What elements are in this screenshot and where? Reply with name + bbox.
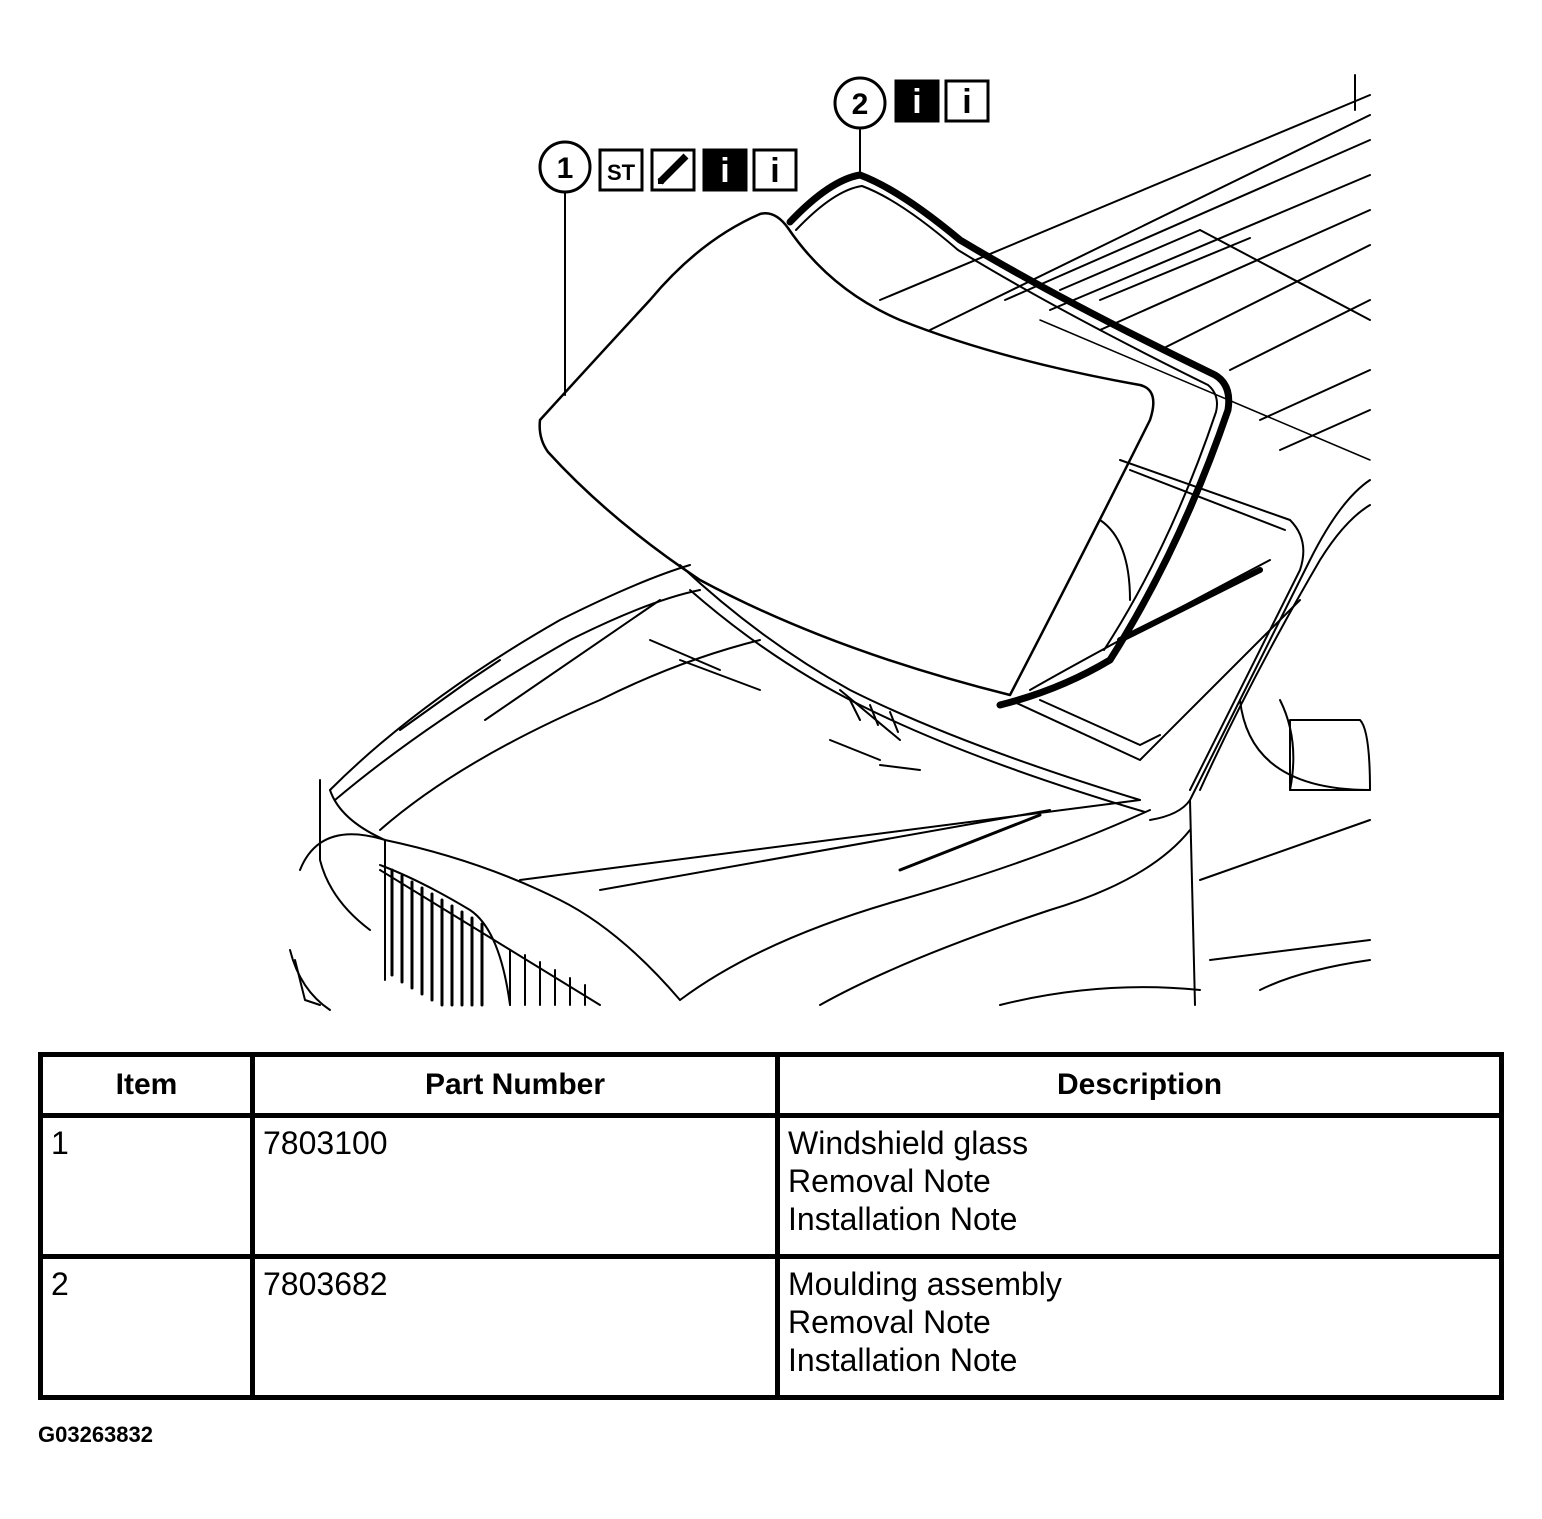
table-row: 2 7803682 Moulding assembly Removal Note… xyxy=(38,1254,1504,1400)
description-cell: Moulding assembly Removal Note Installat… xyxy=(775,1254,1504,1400)
info-filled-icon: i xyxy=(702,148,748,192)
info-outline-icon-label: i xyxy=(962,83,971,121)
st-special-tool-icon: ST xyxy=(598,148,644,192)
grille xyxy=(289,779,601,1011)
description-cell: Windshield glass Removal Note Installati… xyxy=(775,1113,1504,1259)
info-filled-icon: i xyxy=(894,79,940,123)
hood xyxy=(329,564,1191,1006)
pencil-icon xyxy=(650,148,696,192)
callout-1-number: 1 xyxy=(557,152,574,185)
description-line: Moulding assembly xyxy=(788,1266,1062,1302)
info-outline-icon-label: i xyxy=(770,152,779,190)
roof-rails xyxy=(879,74,1371,461)
leader-lines xyxy=(564,129,861,396)
callout-1: 1 ST i i xyxy=(538,140,798,194)
removal-note: Removal Note xyxy=(788,1304,991,1340)
part-number-cell: 7803100 xyxy=(250,1113,780,1259)
fender-and-door xyxy=(999,479,1371,1006)
item-cell: 2 xyxy=(38,1254,255,1400)
part-number-cell: 7803682 xyxy=(250,1254,780,1400)
header-item: Item xyxy=(38,1052,255,1118)
windshield-glass xyxy=(538,212,1155,697)
info-outline-icon: i xyxy=(752,148,798,192)
figure-id: G03263832 xyxy=(38,1422,153,1447)
callout-1-circle xyxy=(538,140,592,194)
callout-2-number: 2 xyxy=(852,88,869,121)
installation-note: Installation Note xyxy=(788,1342,1018,1378)
header-description: Description xyxy=(775,1052,1504,1118)
removal-note: Removal Note xyxy=(788,1163,991,1199)
parts-table: Item Part Number Description 1 7803100 W… xyxy=(38,1052,1504,1400)
installation-note: Installation Note xyxy=(788,1201,1018,1237)
cowl-panel xyxy=(679,459,1305,813)
info-filled-icon-label: i xyxy=(720,152,729,190)
windshield-illustration: 1 ST i i 2 i i xyxy=(289,74,1371,1011)
moulding-assembly xyxy=(786,171,1233,709)
table-row: 1 7803100 Windshield glass Removal Note … xyxy=(38,1113,1504,1259)
item-cell: 1 xyxy=(38,1113,255,1259)
callout-2: 2 i i xyxy=(833,76,990,130)
table-header-row: Item Part Number Description xyxy=(38,1052,1504,1118)
header-part-number: Part Number xyxy=(250,1052,780,1118)
info-outline-icon: i xyxy=(944,79,990,123)
st-icon-label: ST xyxy=(607,160,636,185)
description-line: Windshield glass xyxy=(788,1125,1029,1161)
callout-2-circle xyxy=(833,76,887,130)
info-filled-icon-label: i xyxy=(912,83,921,121)
